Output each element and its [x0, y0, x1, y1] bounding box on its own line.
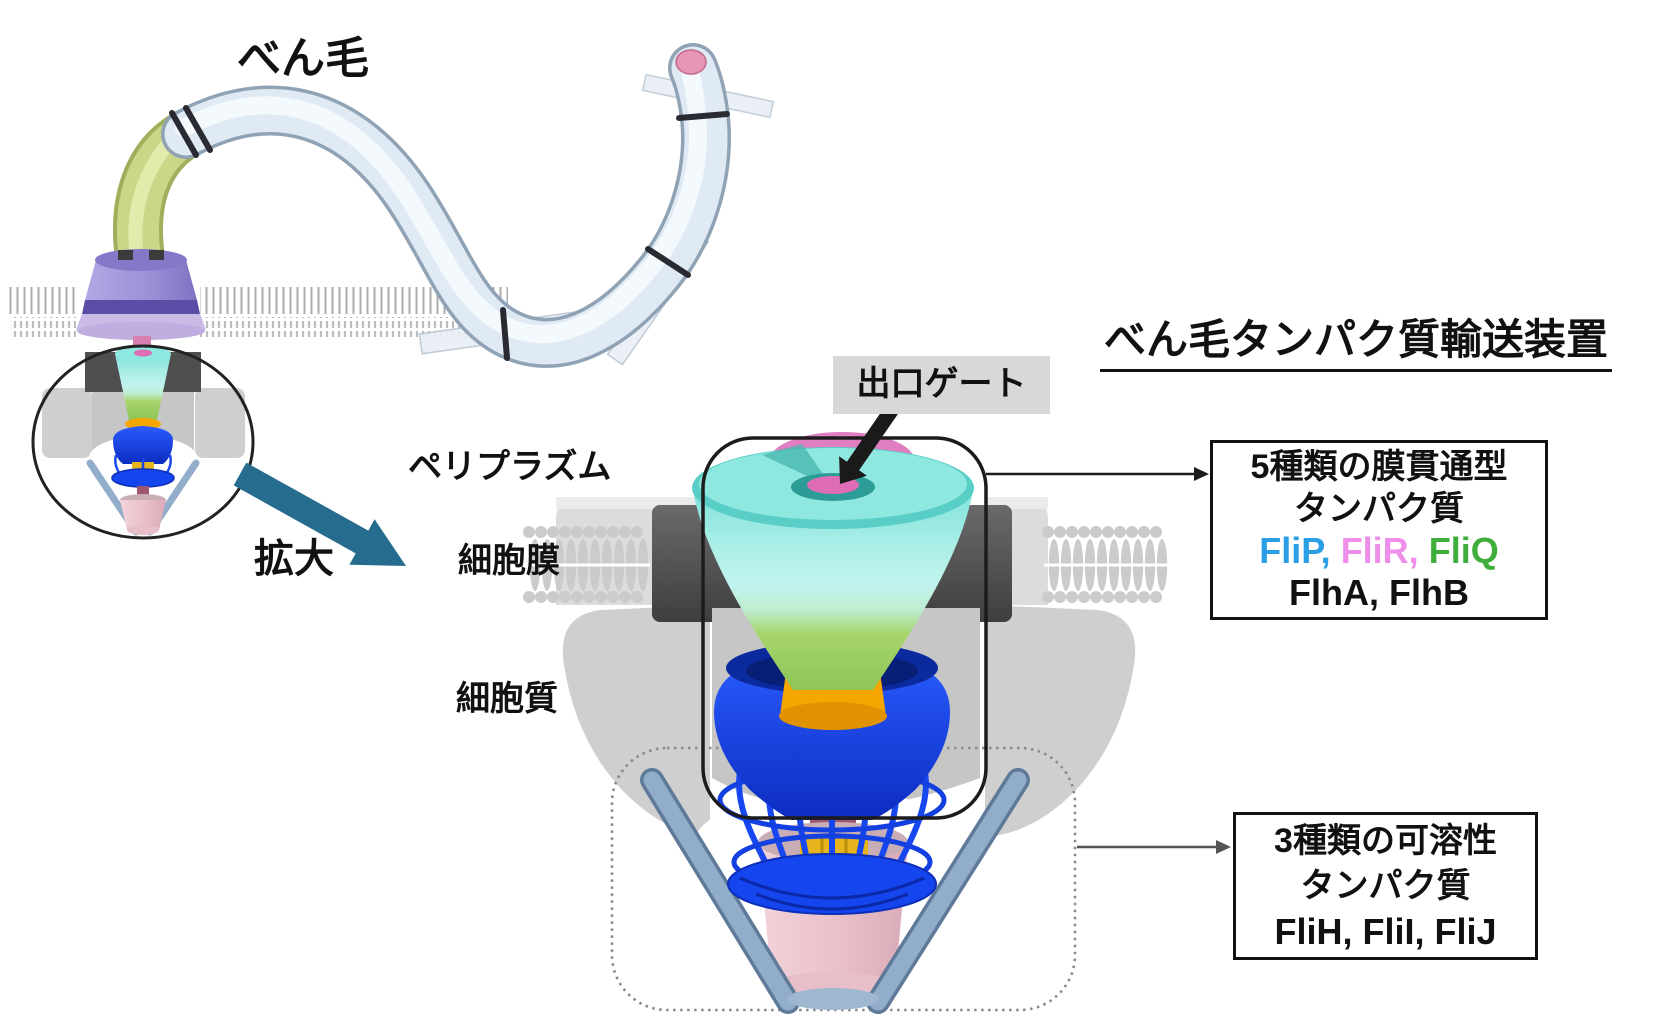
mini-export-apparatus	[42, 346, 245, 536]
transmembrane-box-line1: 5種類の膜貫通型	[1250, 448, 1508, 486]
protein-flir: FliR,	[1340, 530, 1419, 571]
exit-gate-arrow	[839, 400, 902, 484]
soluble-box-line2: タンパク質	[1300, 866, 1471, 905]
zoom-arrow	[233, 462, 406, 566]
figure-title: べん毛タンパク質輸送装置	[1100, 316, 1612, 373]
protein-flip: FliP,	[1259, 530, 1331, 571]
lipid-bilayer-right	[1042, 526, 1169, 603]
transmembrane-proteins-colored: FliP, FliR, FliQ	[1259, 530, 1498, 572]
periplasm-label: ペリプラズム	[408, 448, 612, 486]
transmembrane-box-line2: タンパク質	[1294, 490, 1464, 528]
soluble-proteins: FliH, FliI, FliJ	[1274, 910, 1497, 952]
basal-body-bell	[76, 249, 206, 360]
overview-illustration	[8, 43, 775, 566]
cytoplasm-label: 細胞質	[456, 680, 558, 718]
flih-rods	[640, 768, 1030, 1014]
flagellum-filament	[113, 43, 775, 368]
filament-tip-cap	[675, 49, 707, 75]
transmembrane-proteins-box: 5種類の膜貫通型 タンパク質 FliP, FliR, FliQ FlhA, Fl…	[1210, 440, 1548, 620]
transmembrane-proteins-black: FlhA, FlhB	[1289, 572, 1469, 613]
connector-arrow-soluble	[1077, 840, 1231, 854]
enlarged-export-apparatus	[523, 400, 1231, 1014]
export-gate-funnel	[692, 432, 974, 690]
lipid-bilayer-left	[523, 526, 650, 603]
zoom-label: 拡大	[254, 537, 334, 581]
exit-gate-label: 出口ゲート	[833, 356, 1050, 414]
soluble-proteins-box: 3種類の可溶性 タンパク質 FliH, FliI, FliJ	[1233, 812, 1538, 960]
cell-membrane-label: 細胞膜	[458, 542, 560, 580]
flagellum-label: べん毛	[237, 34, 369, 83]
connector-arrow-transmembrane	[986, 467, 1209, 481]
protein-fliq: FliQ	[1428, 530, 1499, 571]
transmembrane-region-box	[701, 436, 988, 820]
magnifier-circle	[31, 344, 255, 540]
soluble-box-line1: 3種類の可溶性	[1274, 821, 1497, 860]
